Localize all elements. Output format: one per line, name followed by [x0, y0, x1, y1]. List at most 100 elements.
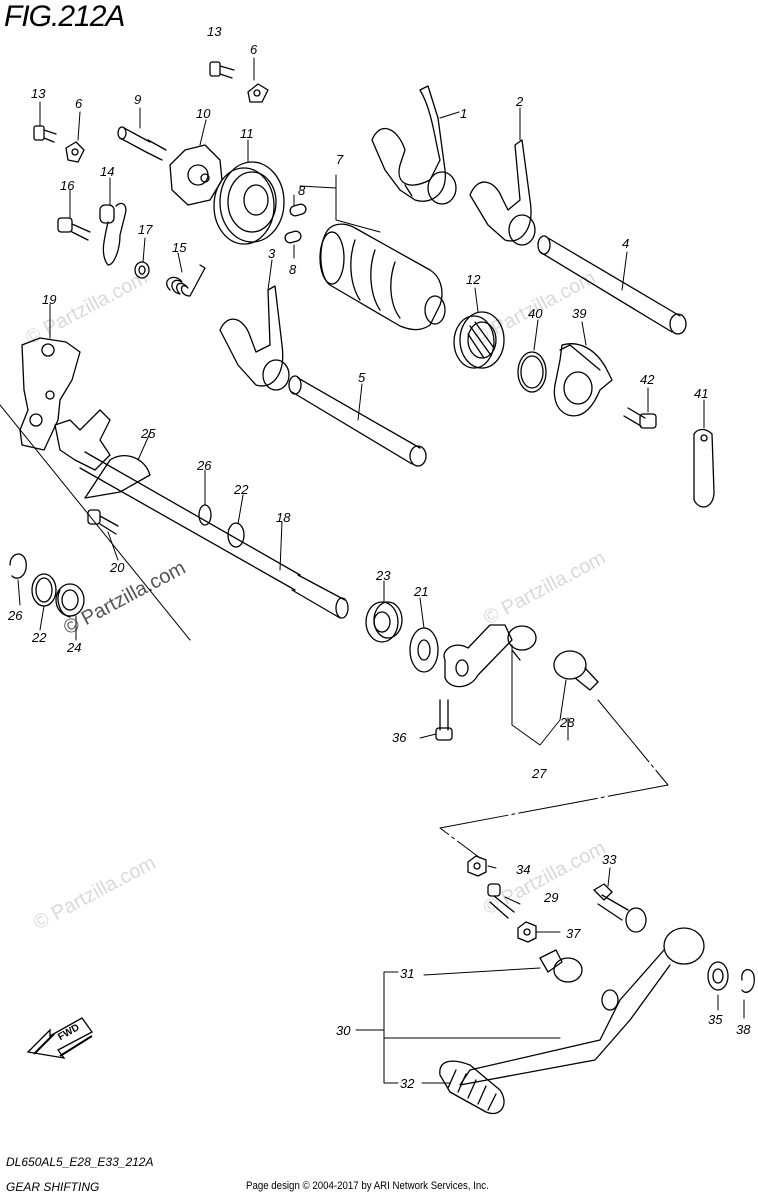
label-26[interactable]: 26: [7, 608, 23, 623]
label-1[interactable]: 1: [460, 106, 467, 121]
washer-35[interactable]: [707, 961, 729, 991]
bolt-42[interactable]: [623, 407, 657, 429]
bearing-11[interactable]: [213, 161, 285, 245]
figure-title: FIG.212A: [4, 0, 125, 33]
label-29[interactable]: 29: [543, 890, 558, 905]
cam-pin-8[interactable]: [284, 203, 307, 244]
label-41[interactable]: 41: [694, 386, 708, 401]
label-33[interactable]: 33: [602, 852, 617, 867]
circlip-26[interactable]: [9, 553, 27, 579]
label-17[interactable]: 17: [138, 222, 153, 237]
gearshift-cam-stopper-14[interactable]: [99, 202, 127, 266]
label-28[interactable]: 28: [559, 715, 575, 730]
gearshift-cam-7[interactable]: [319, 223, 446, 331]
label-2[interactable]: 2: [515, 94, 524, 109]
shift-fork-1[interactable]: [371, 85, 457, 205]
label-31[interactable]: 31: [400, 966, 414, 981]
label-7[interactable]: 7: [336, 152, 344, 167]
label-13-top[interactable]: 13: [207, 24, 222, 39]
label-35[interactable]: 35: [708, 1012, 723, 1027]
shift-fork-2[interactable]: [469, 139, 536, 246]
label-10[interactable]: 10: [196, 106, 211, 121]
bearing-12[interactable]: [453, 311, 505, 369]
label-8-top[interactable]: 8: [298, 183, 306, 198]
label-8-bottom[interactable]: 8: [289, 262, 297, 277]
label-42[interactable]: 42: [640, 372, 655, 387]
circlip-38[interactable]: [741, 969, 755, 993]
label-32[interactable]: 32: [400, 1076, 415, 1091]
label-39[interactable]: 39: [572, 306, 586, 321]
label-16[interactable]: 16: [60, 178, 75, 193]
label-37[interactable]: 37: [566, 926, 581, 941]
label-30[interactable]: 30: [336, 1023, 351, 1038]
nut-34[interactable]: [467, 855, 487, 877]
gearshift-arm-19[interactable]: [19, 337, 81, 451]
washer-21[interactable]: [409, 627, 439, 673]
bolt-20[interactable]: [87, 509, 119, 535]
model-code: DL650AL5_E28_E33_212A: [6, 1155, 154, 1169]
label-6-left[interactable]: 6: [75, 96, 83, 111]
gearshift-pedal-32[interactable]: [439, 1060, 505, 1115]
washer-6-top[interactable]: [247, 83, 269, 103]
label-24[interactable]: 24: [66, 640, 81, 655]
nut-37[interactable]: [517, 921, 537, 943]
shift-fork-shaft-5[interactable]: [288, 375, 427, 467]
cam-driven-gear-10[interactable]: [169, 144, 223, 206]
washer-22[interactable]: [31, 573, 57, 607]
label-9[interactable]: 9: [134, 92, 141, 107]
bolt-9[interactable]: [117, 126, 167, 161]
bolt-16[interactable]: [57, 217, 91, 241]
page-credit: Page design © 2004-2017 by ARI Network S…: [246, 1180, 489, 1192]
label-4[interactable]: 4: [622, 236, 629, 251]
label-21[interactable]: 21: [413, 584, 428, 599]
label-22[interactable]: 22: [31, 630, 47, 645]
label-19[interactable]: 19: [42, 292, 56, 307]
washer-6-left[interactable]: [65, 141, 85, 163]
label-36[interactable]: 36: [392, 730, 407, 745]
lever-joint-28[interactable]: [553, 650, 599, 691]
gear-position-switch-39[interactable]: [553, 343, 613, 417]
spring-15[interactable]: [166, 264, 206, 297]
washer-17[interactable]: [134, 261, 150, 279]
bolt-29[interactable]: [487, 883, 515, 919]
label-22-shaft[interactable]: 22: [233, 482, 249, 497]
gearshift-shaft-18[interactable]: [291, 574, 349, 619]
oil-seal-23[interactable]: [365, 601, 403, 643]
bolt-33[interactable]: [593, 883, 647, 933]
label-25[interactable]: 25: [140, 426, 156, 441]
label-34[interactable]: 34: [516, 862, 530, 877]
label-20[interactable]: 20: [109, 560, 125, 575]
washer-22-shaft[interactable]: [227, 522, 245, 548]
label-18[interactable]: 18: [276, 510, 291, 525]
label-3[interactable]: 3: [268, 246, 276, 261]
label-11[interactable]: 11: [240, 126, 254, 141]
gearshift-lever-arm-27[interactable]: [443, 624, 537, 688]
clamp-41[interactable]: [693, 428, 715, 508]
oil-seal-24[interactable]: [55, 583, 85, 618]
label-5[interactable]: 5: [358, 370, 366, 385]
bolt-13-left[interactable]: [33, 125, 57, 143]
label-38[interactable]: 38: [736, 1022, 751, 1037]
label-40[interactable]: 40: [528, 306, 543, 321]
washer-26-shaft[interactable]: [198, 504, 212, 526]
linkage-guide-line: [439, 699, 669, 859]
lever-joint-31[interactable]: [539, 949, 583, 983]
forward-direction-arrow: FWD: [26, 1017, 93, 1059]
gearshift-lever-30[interactable]: [459, 927, 705, 1086]
o-ring-40[interactable]: [517, 351, 547, 393]
label-27[interactable]: 27: [531, 766, 547, 781]
label-15[interactable]: 15: [172, 240, 187, 255]
label-13-left[interactable]: 13: [31, 86, 46, 101]
label-23[interactable]: 23: [375, 568, 391, 583]
shift-fork-3[interactable]: [219, 285, 290, 391]
bolt-36[interactable]: [435, 699, 453, 741]
label-12[interactable]: 12: [466, 272, 481, 287]
label-26-shaft[interactable]: 26: [196, 458, 212, 473]
label-6-top[interactable]: 6: [250, 42, 258, 57]
leader-lines: [17, 57, 745, 1084]
bolt-13-top[interactable]: [209, 61, 235, 79]
gearshift-shaft-25[interactable]: [54, 409, 301, 591]
label-14[interactable]: 14: [100, 164, 114, 179]
shift-fork-shaft-4[interactable]: [537, 235, 687, 335]
